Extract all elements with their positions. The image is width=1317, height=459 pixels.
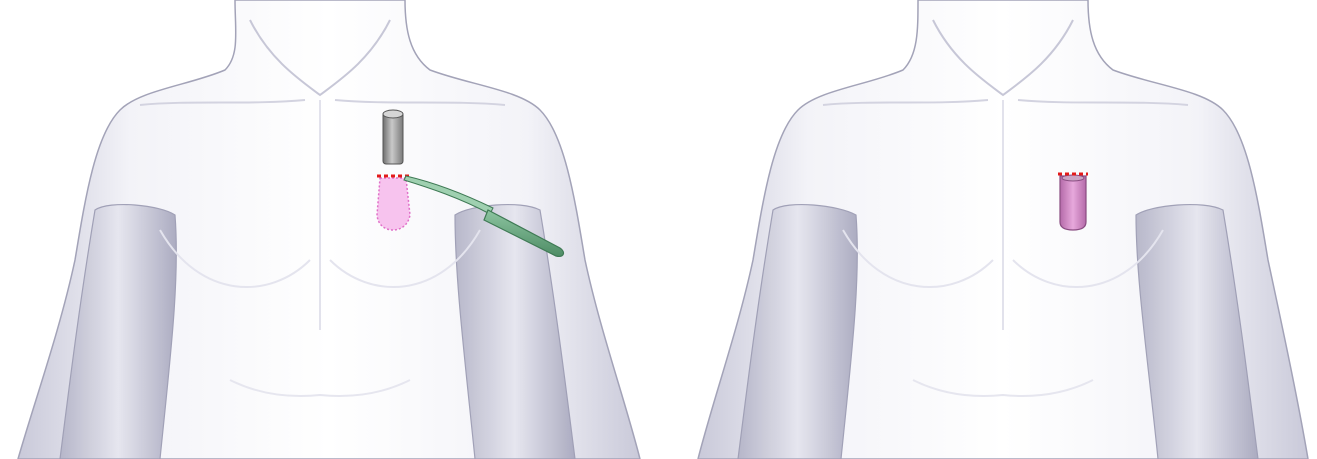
implanted-device bbox=[1060, 175, 1086, 230]
torso-illustration-right bbox=[658, 0, 1317, 459]
panel-right bbox=[658, 0, 1317, 459]
panel-left bbox=[0, 0, 658, 459]
implant-device bbox=[383, 110, 403, 164]
pocket-outline bbox=[377, 178, 410, 230]
torso-illustration-left bbox=[0, 0, 658, 459]
